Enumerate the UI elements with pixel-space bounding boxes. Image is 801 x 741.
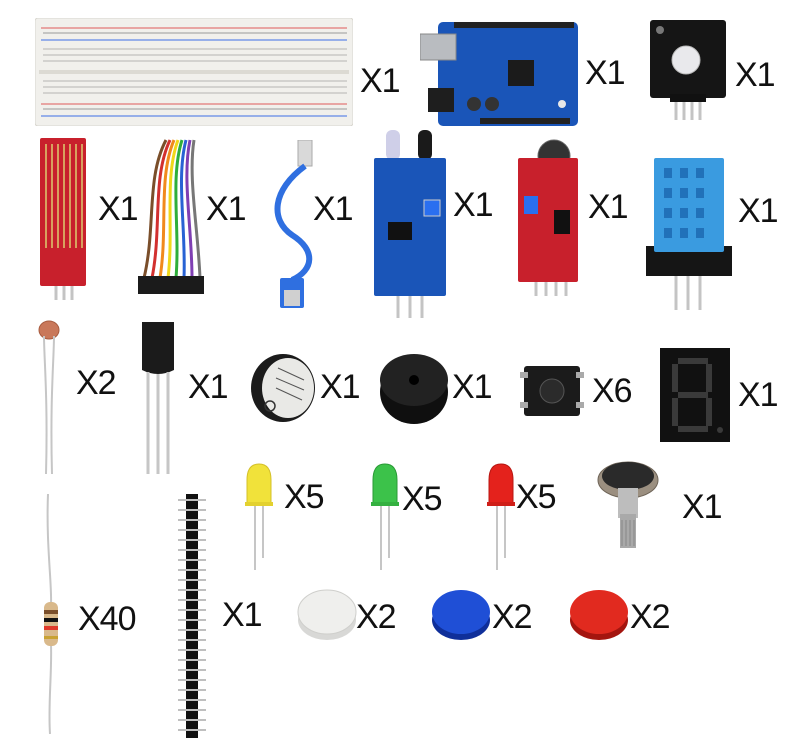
green-led-quantity: X5 <box>402 480 443 518</box>
blue-cap-image <box>430 586 492 642</box>
usb-cable-quantity: X1 <box>313 190 354 228</box>
resistor-quantity: X40 <box>78 600 136 638</box>
breadboard-image <box>35 18 353 126</box>
push-button-image <box>520 360 584 420</box>
red-cap-quantity: X2 <box>630 598 671 636</box>
uno-board-image <box>420 18 580 130</box>
green-led-image <box>370 462 400 572</box>
white-cap-image <box>296 586 358 642</box>
dupont-wires-image <box>136 138 206 298</box>
temp-sensor-image <box>134 318 182 476</box>
uno-board-quantity: X1 <box>585 54 626 92</box>
red-cap-image <box>568 586 630 642</box>
red-led-image <box>486 462 516 572</box>
rgb-led-module-image <box>648 20 728 120</box>
resistor-image <box>36 494 66 734</box>
sound-sensor-image <box>516 138 580 296</box>
active-buzzer-image <box>248 350 318 426</box>
dht11-sensor-image <box>646 158 732 310</box>
ir-obstacle-sensor-image <box>372 130 448 318</box>
pin-header-quantity: X1 <box>222 596 263 634</box>
potentiometer-image <box>596 458 662 548</box>
water-sensor-quantity: X1 <box>98 190 139 228</box>
dht11-sensor-quantity: X1 <box>738 192 779 230</box>
breadboard-quantity: X1 <box>360 62 401 100</box>
seven-segment-image <box>660 348 730 442</box>
blue-cap-quantity: X2 <box>492 598 533 636</box>
pin-header-image <box>174 494 210 738</box>
temp-sensor-quantity: X1 <box>188 368 229 406</box>
dupont-wires-quantity: X1 <box>206 190 247 228</box>
push-button-quantity: X6 <box>592 372 633 410</box>
white-cap-quantity: X2 <box>356 598 397 636</box>
active-buzzer-quantity: X1 <box>320 368 361 406</box>
red-led-quantity: X5 <box>516 478 557 516</box>
yellow-led-quantity: X5 <box>284 478 325 516</box>
passive-buzzer-image <box>378 350 450 426</box>
water-sensor-image <box>34 138 94 300</box>
usb-cable-image <box>262 140 324 310</box>
seven-segment-quantity: X1 <box>738 376 779 414</box>
photoresistor-image <box>32 318 66 478</box>
ir-obstacle-sensor-quantity: X1 <box>453 186 494 224</box>
photoresistor-quantity: X2 <box>76 364 117 402</box>
passive-buzzer-quantity: X1 <box>452 368 493 406</box>
potentiometer-quantity: X1 <box>682 488 723 526</box>
yellow-led-image <box>244 462 274 572</box>
rgb-led-module-quantity: X1 <box>735 56 776 94</box>
sound-sensor-quantity: X1 <box>588 188 629 226</box>
